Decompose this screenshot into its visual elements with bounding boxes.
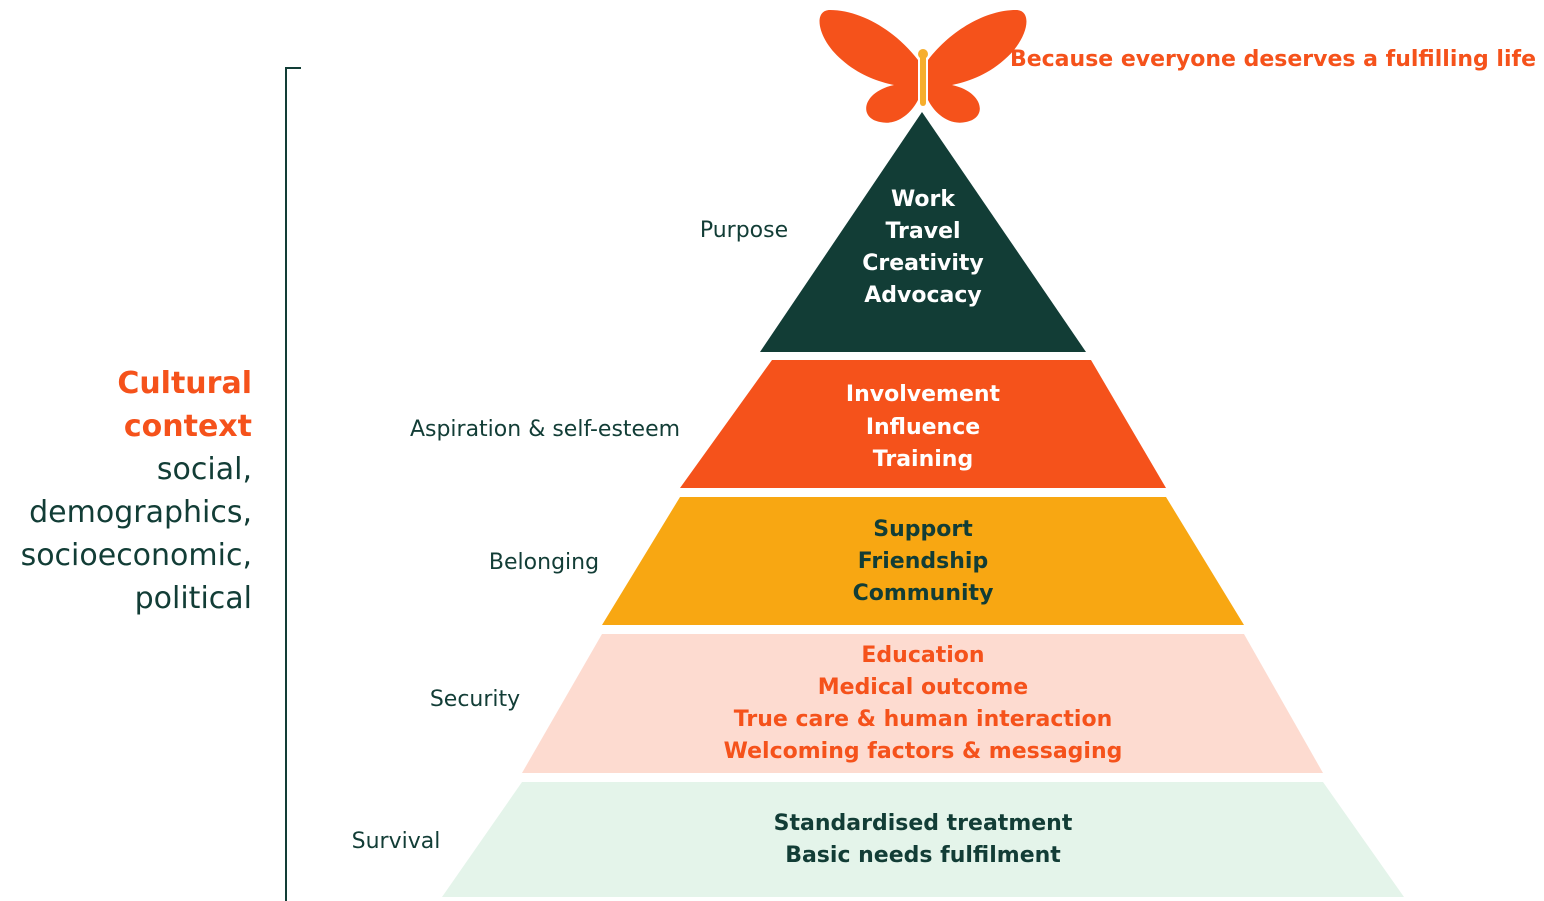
tier-security xyxy=(522,634,1323,773)
level-label-survival: Survival xyxy=(352,829,441,854)
tier-item: Friendship xyxy=(858,549,988,574)
tier-item: Support xyxy=(873,517,973,542)
context-title-line2: context xyxy=(123,409,252,444)
tier-item: Welcoming factors & messaging xyxy=(724,739,1123,764)
tier-item: Work xyxy=(891,187,956,212)
tier-belonging xyxy=(602,497,1244,625)
tier-item: Basic needs fulfilment xyxy=(785,843,1061,868)
tier-aspiration xyxy=(680,360,1166,488)
context-item: social, xyxy=(156,452,252,487)
tier-item: Medical outcome xyxy=(818,675,1028,700)
context-item: demographics, xyxy=(29,495,252,530)
level-label-belonging: Belonging xyxy=(489,550,599,575)
level-label-purpose: Purpose xyxy=(700,218,788,243)
level-label-security: Security xyxy=(430,687,520,712)
tier-item: Creativity xyxy=(862,251,984,276)
tier-item: Involvement xyxy=(846,382,1001,407)
cultural-context: Cultural context social, demographics, s… xyxy=(0,362,252,620)
tier-item: Education xyxy=(861,643,984,668)
tier-item: Standardised treatment xyxy=(774,811,1073,836)
tier-item: Influence xyxy=(866,415,980,440)
context-bracket xyxy=(285,67,301,901)
tagline: Because everyone deserves a fulfilling l… xyxy=(1010,47,1536,72)
tier-item: Community xyxy=(853,581,994,606)
butterfly-icon xyxy=(819,10,1027,123)
context-item: socioeconomic, xyxy=(20,538,252,573)
tier-item: Travel xyxy=(885,219,960,244)
tier-item: Training xyxy=(873,447,973,472)
level-label-aspiration: Aspiration & self-esteem xyxy=(410,417,680,442)
tier-item: Advocacy xyxy=(864,283,982,308)
context-title-line1: Cultural xyxy=(117,366,252,401)
tier-survival xyxy=(442,782,1404,897)
context-item: political xyxy=(134,581,252,616)
tier-item: True care & human interaction xyxy=(734,707,1112,732)
tier-purpose xyxy=(760,112,1086,352)
